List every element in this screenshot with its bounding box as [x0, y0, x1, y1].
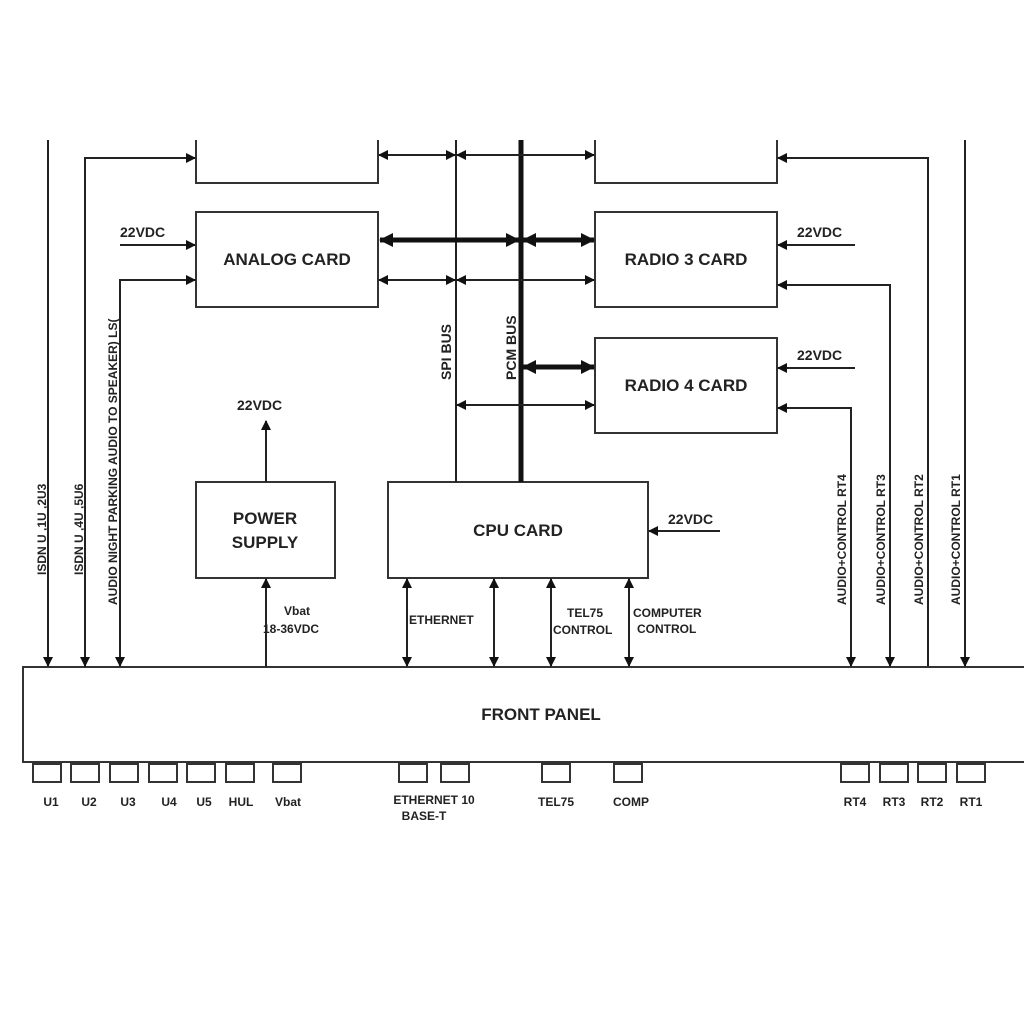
connector-label: BASE-T	[402, 809, 447, 823]
connector-port	[917, 763, 947, 783]
connector-label: COMP	[613, 795, 649, 809]
connector-port	[225, 763, 255, 783]
isdn1-label: ISDN U ,1U ,2U3	[35, 483, 49, 575]
vbat-range-label: 18-36VDC	[263, 622, 319, 636]
connector-port	[613, 763, 643, 783]
rt1-label: AUDIO+CONTROL RT1	[949, 474, 963, 605]
ethernet-label: ETHERNET	[409, 613, 474, 627]
connector-port	[148, 763, 178, 783]
connector-label: Vbat	[275, 795, 301, 809]
vbat-label: Vbat	[284, 604, 310, 618]
connector-label: U4	[161, 795, 177, 809]
radio3-card	[594, 211, 778, 308]
radio3-vdc-label: 22VDC	[797, 224, 842, 240]
radio4-card	[594, 337, 778, 434]
rt4-line	[777, 403, 856, 667]
tel75-label-2: CONTROL	[553, 623, 612, 637]
connector-label: HUL	[229, 795, 254, 809]
rt2-label: AUDIO+CONTROL RT2	[912, 474, 926, 605]
radio3-card-label: RADIO 3 CARD	[625, 250, 748, 269]
connector-label: RT2	[921, 795, 944, 809]
connector-port	[70, 763, 100, 783]
radio4-card-label: RADIO 4 CARD	[625, 376, 748, 395]
rt3-line	[777, 280, 895, 667]
audio-line	[115, 275, 196, 667]
power-supply-label-1: POWER	[233, 509, 297, 528]
cpu-vdc-label: 22VDC	[668, 511, 713, 527]
connector-label: RT4	[844, 795, 867, 809]
connector-port	[272, 763, 302, 783]
connector-port	[840, 763, 870, 783]
spi-bus-label: SPI BUS	[438, 324, 454, 380]
connector-label: U1	[43, 795, 59, 809]
isdn2-label: ISDN U ,4U ,5U6	[72, 483, 86, 575]
connector-port	[541, 763, 571, 783]
rt4-label: AUDIO+CONTROL RT4	[835, 474, 849, 605]
connector-label: ETHERNET 10	[393, 793, 475, 807]
analog-card-label: ANALOG CARD	[223, 250, 351, 269]
connector-label: U3	[120, 795, 136, 809]
connector-port	[440, 763, 470, 783]
rt3-label: AUDIO+CONTROL RT3	[874, 474, 888, 605]
audio-label: AUDIO NIGHT PARKING AUDIO TO SPEAKER) LS…	[106, 319, 120, 605]
analog-vdc-label: 22VDC	[120, 224, 165, 240]
connector-port	[109, 763, 139, 783]
connector-port	[398, 763, 428, 783]
connector-label: RT1	[960, 795, 983, 809]
tel75-label-1: TEL75	[567, 606, 603, 620]
isdn2-line	[84, 153, 196, 667]
connector-port	[956, 763, 986, 783]
power-supply-label-2: SUPPLY	[232, 533, 299, 552]
connector-port	[186, 763, 216, 783]
connector-port	[32, 763, 62, 783]
computer-label-1: COMPUTER	[633, 606, 702, 620]
connector-port	[879, 763, 909, 783]
pcm-bus-label: PCM BUS	[503, 315, 519, 380]
cpu-card	[387, 481, 649, 579]
connector-label: TEL75	[538, 795, 574, 809]
connector-label: U2	[81, 795, 97, 809]
analog-card	[195, 211, 379, 308]
power-supply	[195, 481, 336, 579]
computer-label-2: CONTROL	[637, 622, 696, 636]
front-panel	[22, 666, 1024, 763]
power-vdc-label: 22VDC	[237, 397, 282, 413]
rt2-line	[777, 153, 929, 666]
connector-label: U5	[196, 795, 212, 809]
cpu-card-label: CPU CARD	[473, 521, 563, 540]
radio4-vdc-label: 22VDC	[797, 347, 842, 363]
front-panel-label: FRONT PANEL	[481, 705, 601, 724]
connector-row	[32, 763, 986, 783]
connector-label: RT3	[883, 795, 906, 809]
